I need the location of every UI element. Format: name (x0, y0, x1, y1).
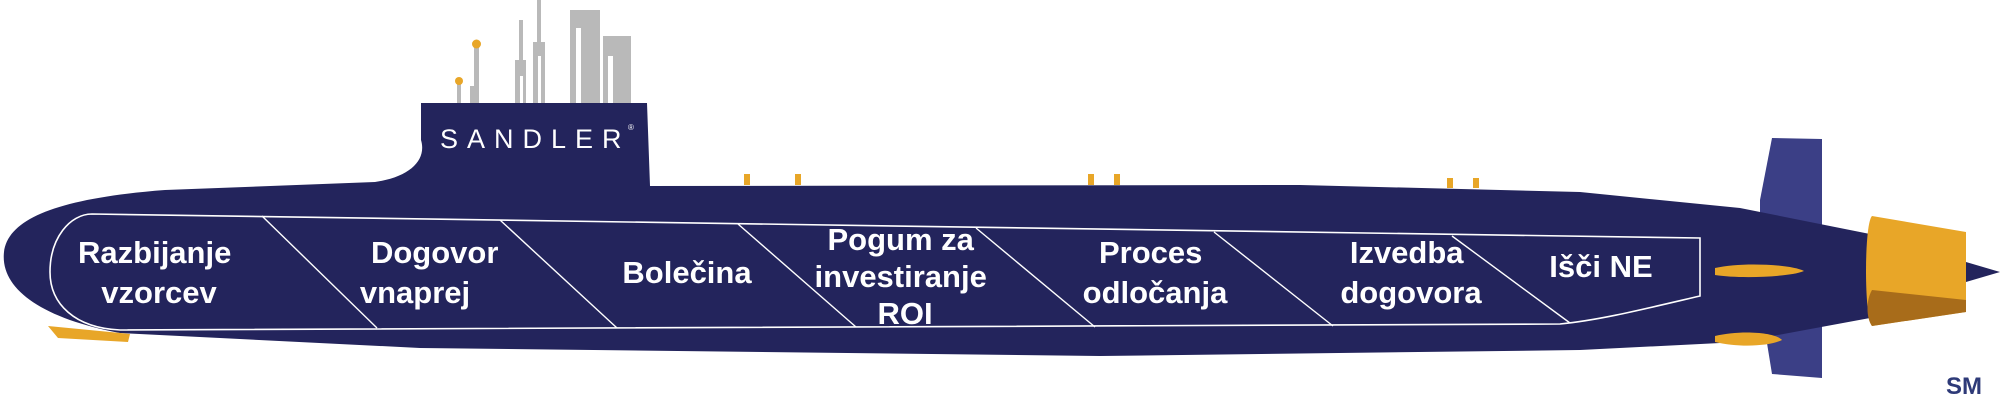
antenna-icon (744, 174, 1479, 188)
stage-label-2: Dogovor vnaprej (360, 235, 507, 310)
stage-track-outline (49, 213, 1701, 331)
stage-label-4-line-1: Pogum za (827, 222, 974, 257)
stage-label-7-line-1: Išči NE (1549, 249, 1652, 284)
stage-label-4-line-2: investiranje (815, 259, 987, 294)
propeller-icon (1866, 216, 2000, 326)
stage-label-5: Proces odločanja (1083, 235, 1228, 310)
stage-label-1: Razbijanje vzorcev (78, 235, 240, 310)
periscope-icon (455, 0, 631, 104)
stage-label-6-line-2: dogovora (1340, 275, 1482, 310)
stage-label-5-line-2: odločanja (1083, 275, 1228, 310)
submarine-icon (3, 103, 1890, 356)
stage-label-2-line-1: Dogovor (371, 235, 498, 270)
stage-label-5-line-1: Proces (1099, 235, 1202, 270)
stage-label-4-line-3: ROI (877, 296, 932, 331)
corner-mark: SM (1946, 373, 1982, 400)
stage-label-3-line-1: Bolečina (622, 255, 752, 290)
stage-label-6-line-1: Izvedba (1350, 235, 1464, 270)
stage-label-7: Išči NE (1549, 249, 1652, 284)
stage-label-1-line-2: vzorcev (101, 275, 217, 310)
brand-logo: SANDLER (440, 124, 631, 154)
stage-dividers (261, 215, 1571, 329)
brand-registered-mark: ® (628, 123, 634, 132)
stage-label-1-line-1: Razbijanje (78, 235, 231, 270)
stage-label-4: Pogum za investiranje ROI (815, 222, 996, 331)
side-fin (1715, 264, 1804, 278)
hull (3, 103, 1890, 356)
dive-plane (1715, 332, 1782, 346)
stage-label-2-line-2: vnaprej (360, 275, 470, 310)
stage-label-3: Bolečina (622, 255, 752, 290)
stage-label-6: Izvedba dogovora (1340, 235, 1482, 310)
